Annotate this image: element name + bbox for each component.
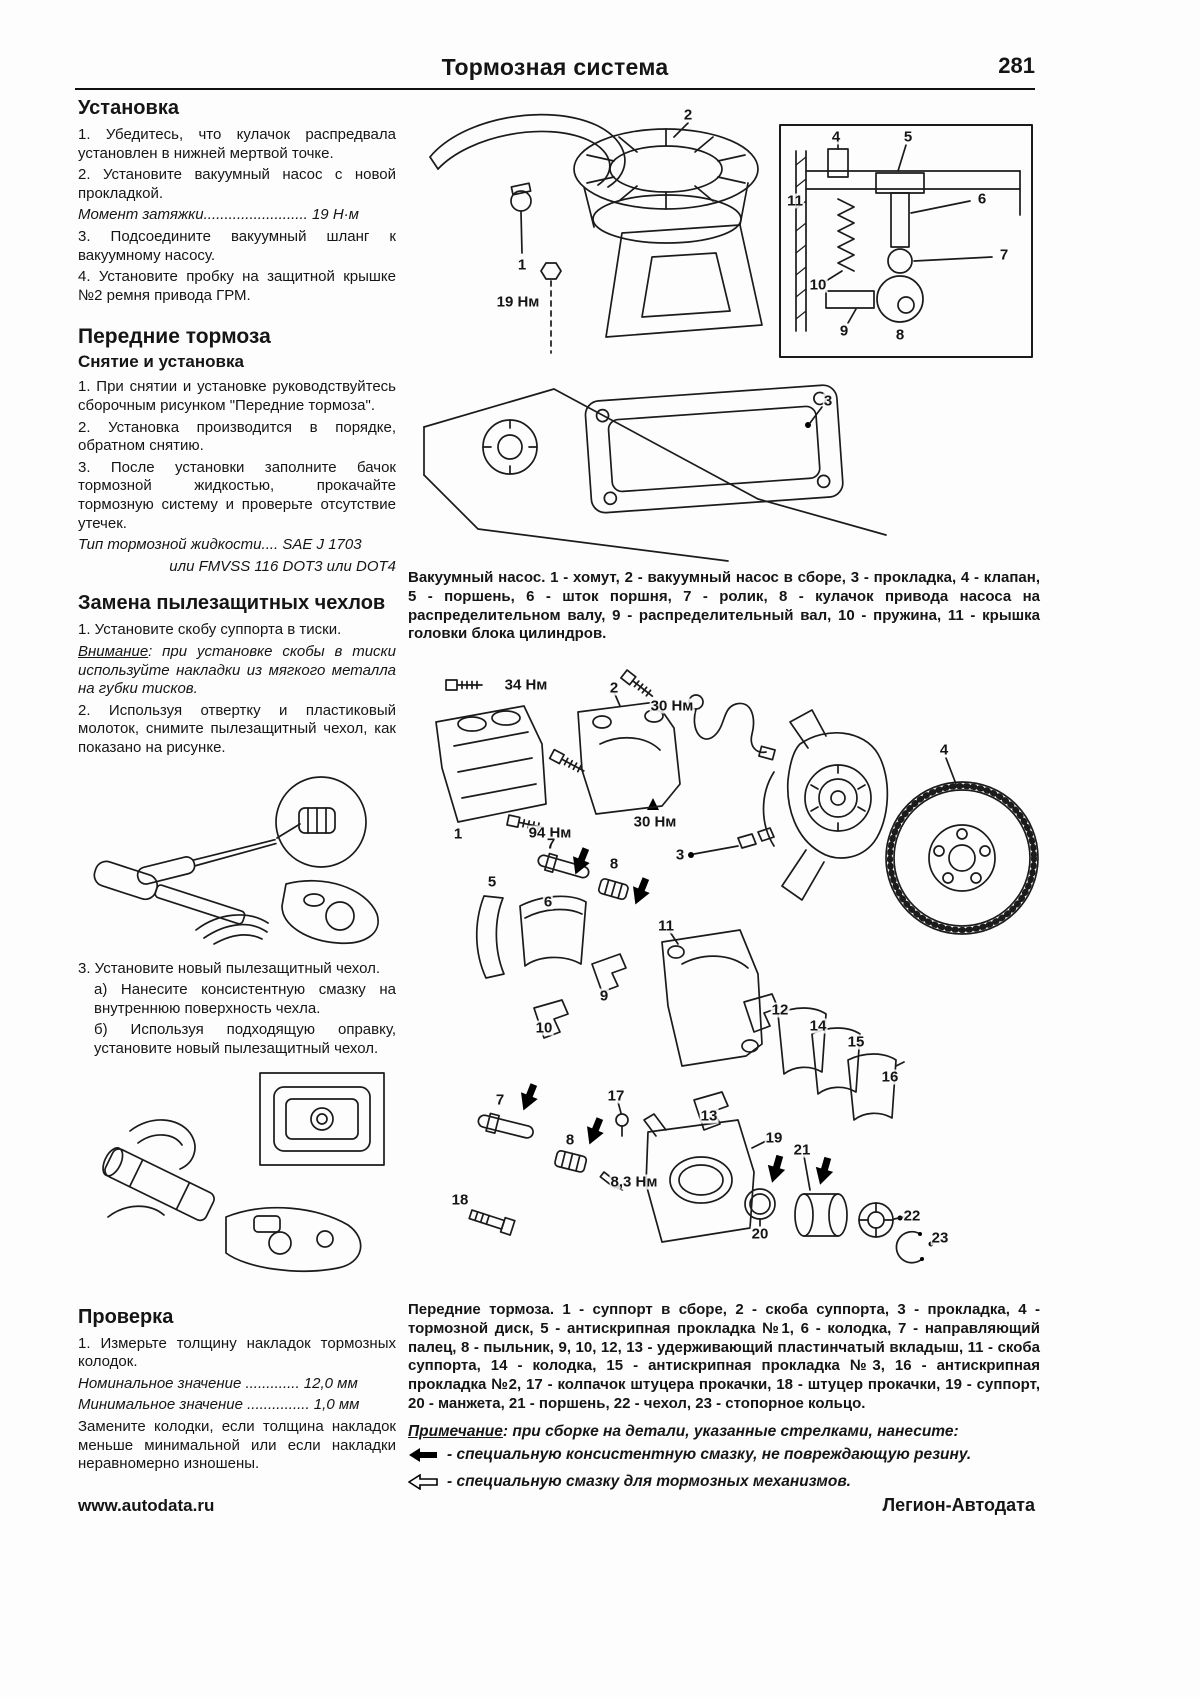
spec-torque: Момент затяжки......................... …	[78, 206, 359, 224]
part-callout: 3	[822, 392, 834, 410]
part-callout: 34 Нм	[503, 676, 549, 694]
part-callout: 18	[450, 1191, 470, 1209]
part-callout: 7	[998, 246, 1010, 264]
spec-minimal-value: Минимальное значение ............... 1,0…	[78, 1396, 360, 1414]
front-brakes-drawing	[435, 669, 1039, 1264]
part-callout: 5	[486, 873, 498, 891]
part-callout: 4	[830, 128, 842, 146]
footer-publisher: Легион-Автодата	[882, 1495, 1036, 1515]
note-item-text: - специальную консистентную смазку, не п…	[447, 1445, 972, 1463]
part-callout: 8	[608, 855, 620, 873]
paragraph: 4. Установите пробку на защитной крышке …	[78, 268, 396, 304]
paragraph: б) Используя подходящую оправку, установ…	[94, 1021, 396, 1057]
part-callout: 20	[750, 1225, 770, 1243]
part-callout: 2	[608, 679, 620, 697]
outline-left-arrow-icon	[407, 1473, 438, 1495]
part-callout: 4	[938, 741, 950, 759]
part-callout: 8,3 Нм	[609, 1173, 659, 1191]
figure-vacuum-pump: 2 1 19 Нм 3 4 5 6 7 11 10 9 8	[408, 95, 1040, 565]
part-callout: 1	[452, 825, 464, 843]
part-callout: 8	[894, 326, 906, 344]
note-item: - специальную консистентную смазку, не п…	[408, 1445, 1040, 1468]
text-column: Установка 1. Убедитесь, что кулачок расп…	[78, 97, 396, 1477]
paragraph: а) Нанесите консистентную смазку на внут…	[94, 981, 396, 1017]
paragraph: 3. Подсоедините вакуумный шланг к вакуум…	[78, 227, 396, 264]
paragraph: 1. Установите скобу суппорта в тиски.	[78, 621, 342, 639]
section-heading-check: Проверка	[78, 1305, 174, 1328]
figure-caption-front-brakes: Передние тормоза. 1 - суппорт в сборе, 2…	[408, 1301, 1040, 1412]
part-callout: 6	[542, 893, 554, 911]
part-callout: 30 Нм	[649, 697, 695, 715]
part-callout: 2	[682, 106, 694, 124]
part-callout: 19 Нм	[495, 293, 541, 311]
callout-layer: 2 1 19 Нм 3 4 5 6 7 11 10 9 8	[408, 95, 1040, 565]
part-callout: 13	[699, 1107, 719, 1125]
part-callout: 1	[516, 256, 528, 274]
part-callout: 6	[976, 190, 988, 208]
paragraph: 2. Установка производится в порядке, обр…	[78, 418, 396, 455]
part-callout: 7	[494, 1091, 506, 1109]
note-label: Примечание	[408, 1422, 503, 1440]
paragraph: 3. Установите новый пылезащитный чехол.	[78, 959, 381, 977]
part-callout: 15	[846, 1033, 866, 1051]
callout-layer: 34 Нм 2 30 Нм 1 94 Нм 30 Нм 3 4 7 8 5 6 11 9 10 12 14 15 1…	[408, 652, 1040, 1297]
warning-label: Внимание	[78, 643, 149, 661]
vacuum-pump-drawing	[423, 113, 1033, 562]
note-item: - специальную смазку для тормозных механ…	[407, 1472, 1040, 1495]
part-callout: 9	[838, 322, 850, 340]
part-callout: 5	[902, 128, 914, 146]
spec-brake-fluid-type-cont: или FMVSS 116 DOT3 или DOT4	[169, 557, 396, 575]
figure-front-brakes: 34 Нм 2 30 Нм 1 94 Нм 30 Нм 3 4 7 8 5 6 11 9 10 12 14 15 1…	[408, 652, 1040, 1297]
boot-removal-illustration	[93, 775, 379, 945]
section-heading-boot-replacement: Замена пылезащитных чехлов	[78, 592, 386, 615]
note-text: : при сборке на детали, указанные стрелк…	[502, 1422, 959, 1440]
page-title: Тормозная система	[441, 54, 669, 80]
section-heading-front-brakes: Передние тормоза	[78, 325, 271, 349]
header-rule	[75, 88, 1035, 90]
part-callout: 30 Нм	[632, 813, 678, 831]
part-callout: 94 Нм	[527, 824, 573, 842]
part-callout: 21	[792, 1141, 812, 1159]
part-callout: 23	[930, 1229, 950, 1247]
part-callout: 12	[770, 1001, 790, 1019]
paragraph: Замените колодки, если толщина накладок …	[78, 1417, 396, 1473]
part-callout: 22	[902, 1207, 922, 1225]
part-callout: 11	[786, 192, 804, 210]
page-number: 281	[998, 53, 1035, 78]
warning-paragraph: Внимание: при установке скобы в тиски ис…	[78, 643, 396, 699]
part-callout: 16	[880, 1068, 900, 1086]
section-heading-installation: Установка	[78, 97, 179, 119]
paragraph: 1. Измерьте толщину накладок тормозных к…	[78, 1334, 396, 1371]
part-callout: 8	[564, 1131, 576, 1149]
part-callout: 14	[808, 1017, 828, 1035]
paragraph: 1. При снятии и установке руководствуйте…	[78, 378, 396, 415]
part-callout: 7	[545, 835, 557, 853]
note-heading: Примечание: при сборке на детали, указан…	[408, 1422, 1040, 1441]
part-callout: 9	[598, 987, 610, 1005]
note-item-text: - специальную смазку для тормозных механ…	[447, 1473, 851, 1491]
figure-caption-vacuum-pump: Вакуумный насос. 1 - хомут, 2 - вакуумны…	[408, 569, 1040, 643]
paragraph: 3. После установки заполните бачок тормо…	[78, 458, 396, 532]
spec-nominal-value: Номинальное значение ............. 12,0 …	[78, 1374, 358, 1392]
subheading-removal-installation: Снятие и установка	[78, 352, 244, 372]
paragraph: 1. Убедитесь, что кулачок распредвала ус…	[78, 126, 396, 162]
part-callout: 10	[808, 276, 828, 294]
footer-site-url: www.autodata.ru	[78, 1496, 215, 1515]
spec-brake-fluid-type: Тип тормозной жидкости.... SAE J 1703	[78, 536, 362, 554]
paragraph: 2. Используя отвертку и пластиковый моло…	[78, 701, 396, 756]
part-callout: 3	[674, 846, 686, 864]
part-callout: 10	[534, 1019, 554, 1037]
part-callout: 11	[657, 917, 675, 935]
paragraph: 2. Установите вакуумный насос с новой пр…	[78, 166, 396, 202]
warning-text: : при установке скобы в тиски используйт…	[78, 643, 396, 698]
boot-install-illustration	[102, 1071, 385, 1272]
solid-left-arrow-icon	[408, 1447, 438, 1468]
part-callout: 19	[764, 1129, 784, 1147]
part-callout: 17	[606, 1087, 626, 1105]
